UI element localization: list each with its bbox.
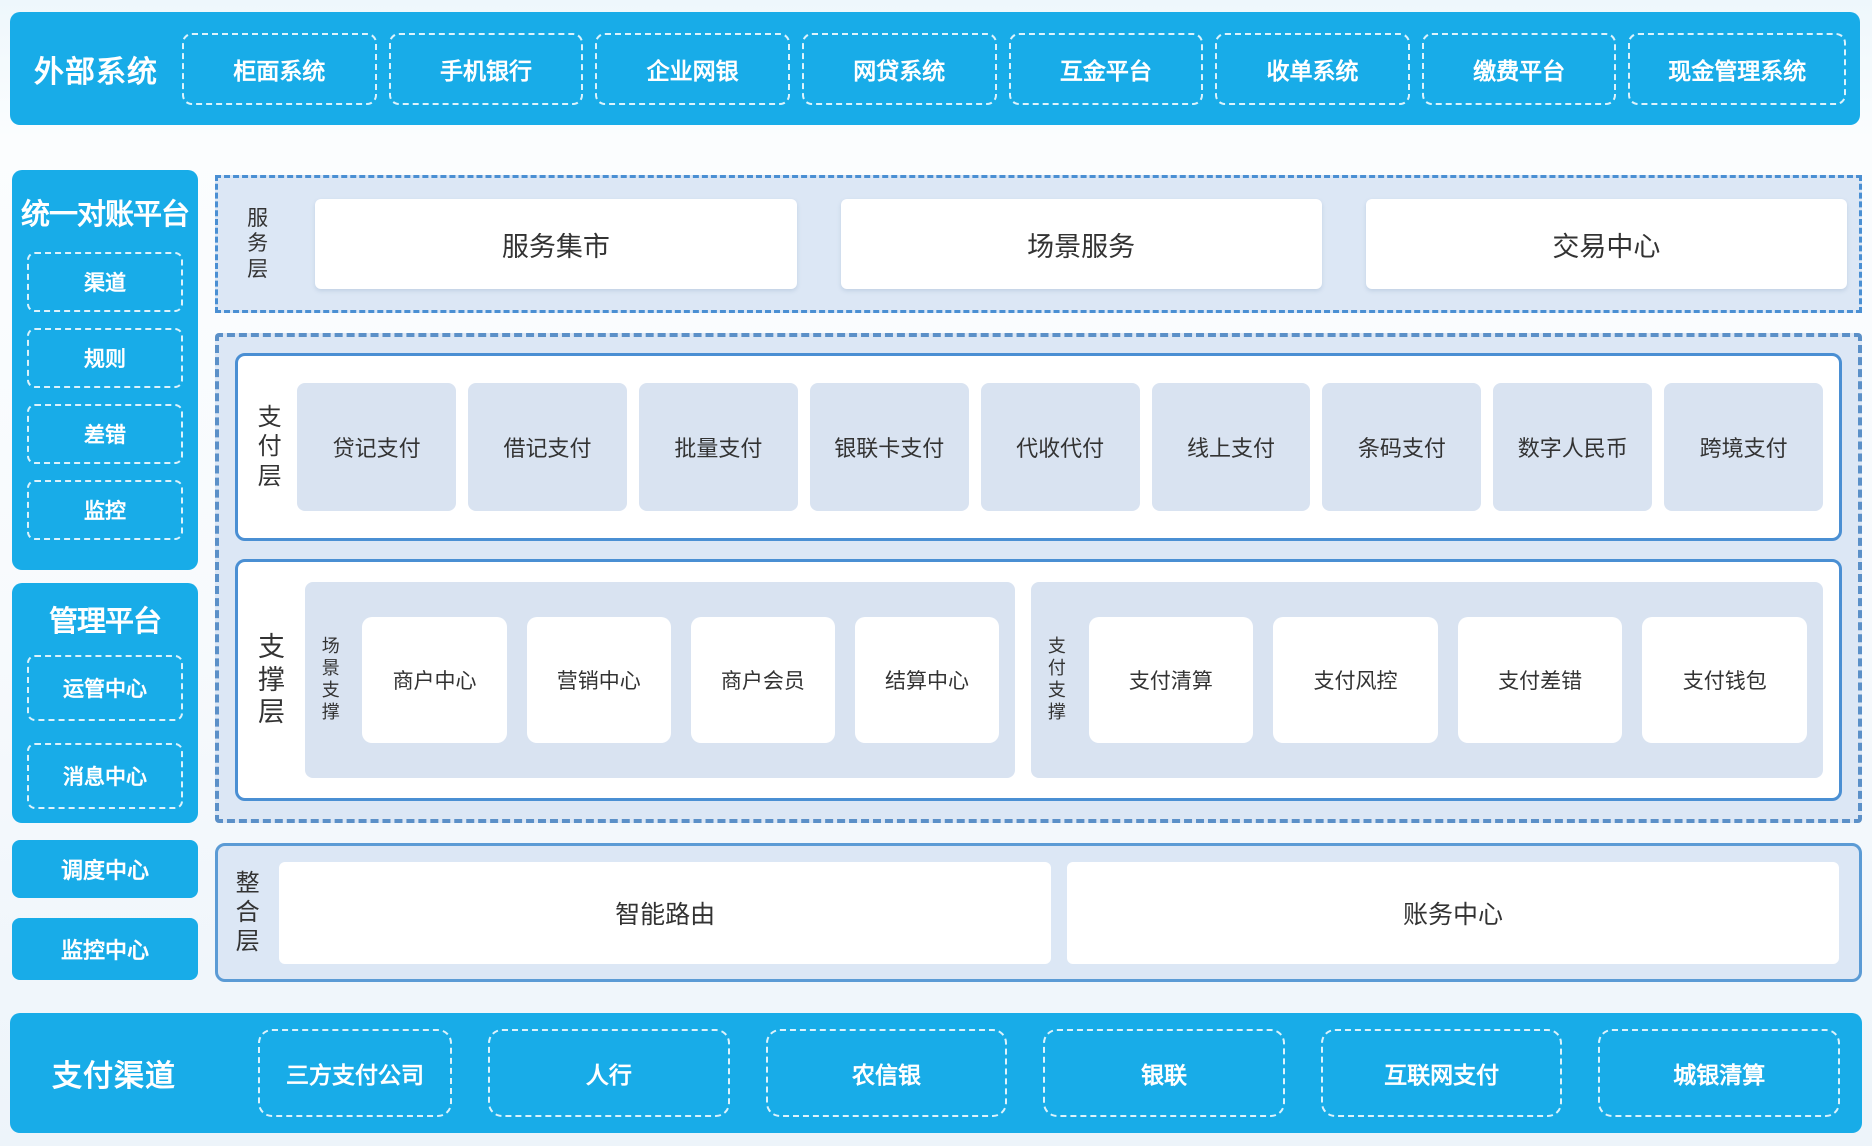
payment-support-container: 支付层 贷记支付借记支付批量支付银联卡支付代收代付线上支付条码支付数字人民币跨境… [215,333,1862,823]
payment-node: 代收代付 [980,383,1140,511]
external-system-node: 互金平台 [1008,32,1204,105]
payment-support-panel: 支付支撑 支付清算支付风控支付差错支付钱包 [1031,582,1823,778]
external-systems-bar: 外部系统 柜面系统手机银行企业网银网贷系统互金平台收单系统缴费平台现金管理系统 [10,12,1860,125]
payment-node: 批量支付 [638,383,798,511]
payment-node: 数字人民币 [1493,383,1653,511]
service-layer-label: 服务层 [247,206,269,281]
payment-node: 线上支付 [1151,383,1311,511]
management-platform-title: 管理平台 [48,606,162,638]
reconciliation-node: 渠道 [27,252,183,312]
scene-support-label: 场景支撑 [321,636,340,722]
payment-channel-node: 人行 [488,1029,730,1117]
payment-support-node: 支付风控 [1273,617,1438,743]
integration-node: 智能路由 [279,861,1052,964]
external-system-node: 缴费平台 [1421,32,1617,105]
payment-node: 跨境支付 [1664,383,1824,511]
payment-channel-node: 银联 [1043,1029,1285,1117]
payment-channels-list: 三方支付公司人行农信银银联互联网支付城银清算 [258,1013,1841,1133]
service-layer: 服务层 服务集市场景服务交易中心 [215,175,1862,313]
integration-layer-list: 智能路由账务中心 [279,861,1839,964]
scene-support-node: 结算中心 [854,617,1000,743]
integration-node: 账务中心 [1067,861,1839,964]
service-node: 服务集市 [315,199,797,289]
payment-channels-bar: 支付渠道 三方支付公司人行农信银银联互联网支付城银清算 [10,1013,1862,1133]
payment-support-list: 支付清算支付风控支付差错支付钱包 [1088,617,1808,743]
payment-node: 贷记支付 [297,383,457,511]
reconciliation-platform-items: 渠道规则差错监控 [27,252,183,550]
reconciliation-node: 规则 [27,328,183,388]
scene-support-node: 商户会员 [690,617,835,743]
reconciliation-platform-title: 统一对账平台 [21,199,190,231]
payment-node: 借记支付 [468,383,627,511]
scene-support-panel: 场景支撑 商户中心营销中心商户会员结算中心 [305,582,1016,778]
monitor-center-node: 监控中心 [12,918,198,980]
support-layer-label: 支撑层 [258,631,286,728]
service-node: 交易中心 [1365,199,1847,289]
dispatch-center-node: 调度中心 [12,840,198,898]
management-platform-items: 运管中心消息中心 [27,655,183,809]
scene-support-node: 商户中心 [362,617,507,743]
reconciliation-node: 监控 [27,480,183,540]
external-system-node: 手机银行 [388,32,584,105]
payment-node: 条码支付 [1322,383,1482,511]
external-system-node: 企业网银 [595,32,790,105]
payment-channel-node: 农信银 [765,1029,1008,1117]
external-system-node: 现金管理系统 [1628,32,1846,105]
payment-layer-label: 支付层 [257,404,282,490]
management-node: 消息中心 [27,743,183,809]
sidebar-group-management-platform: 管理平台 运管中心消息中心 [12,583,198,823]
reconciliation-node: 差错 [27,404,183,464]
scene-support-node: 营销中心 [526,617,671,743]
payment-support-node: 支付清算 [1088,617,1254,743]
payment-node: 银联卡支付 [809,383,969,511]
payment-channel-node: 三方支付公司 [258,1029,453,1117]
support-layer: 支撑层 场景支撑 商户中心营销中心商户会员结算中心 支付支撑 支付清算支付风控支… [235,559,1842,801]
payment-channels-title: 支付渠道 [52,1060,176,1093]
sidebar-group-reconciliation-platform: 统一对账平台 渠道规则差错监控 [12,170,198,570]
scene-support-list: 商户中心营销中心商户会员结算中心 [362,617,1000,743]
payment-layer-list: 贷记支付借记支付批量支付银联卡支付代收代付线上支付条码支付数字人民币跨境支付 [297,383,1824,511]
payment-channel-node: 互联网支付 [1320,1029,1563,1117]
payment-channel-node: 城银清算 [1598,1029,1841,1117]
integration-layer-label: 整合层 [235,869,260,956]
external-systems-title: 外部系统 [34,55,158,89]
external-systems-list: 柜面系统手机银行企业网银网贷系统互金平台收单系统缴费平台现金管理系统 [182,12,1846,125]
service-layer-list: 服务集市场景服务交易中心 [315,178,1847,310]
payment-layer: 支付层 贷记支付借记支付批量支付银联卡支付代收代付线上支付条码支付数字人民币跨境… [235,353,1842,541]
payment-support-node: 支付差错 [1457,617,1623,743]
external-system-node: 收单系统 [1215,32,1410,105]
payment-support-node: 支付钱包 [1642,617,1808,743]
external-system-node: 柜面系统 [182,32,377,105]
external-system-node: 网贷系统 [801,32,997,105]
service-node: 场景服务 [840,199,1322,289]
management-node: 运管中心 [27,655,183,721]
payment-support-label: 支付支撑 [1047,636,1066,722]
integration-layer: 整合层 智能路由账务中心 [215,843,1862,982]
